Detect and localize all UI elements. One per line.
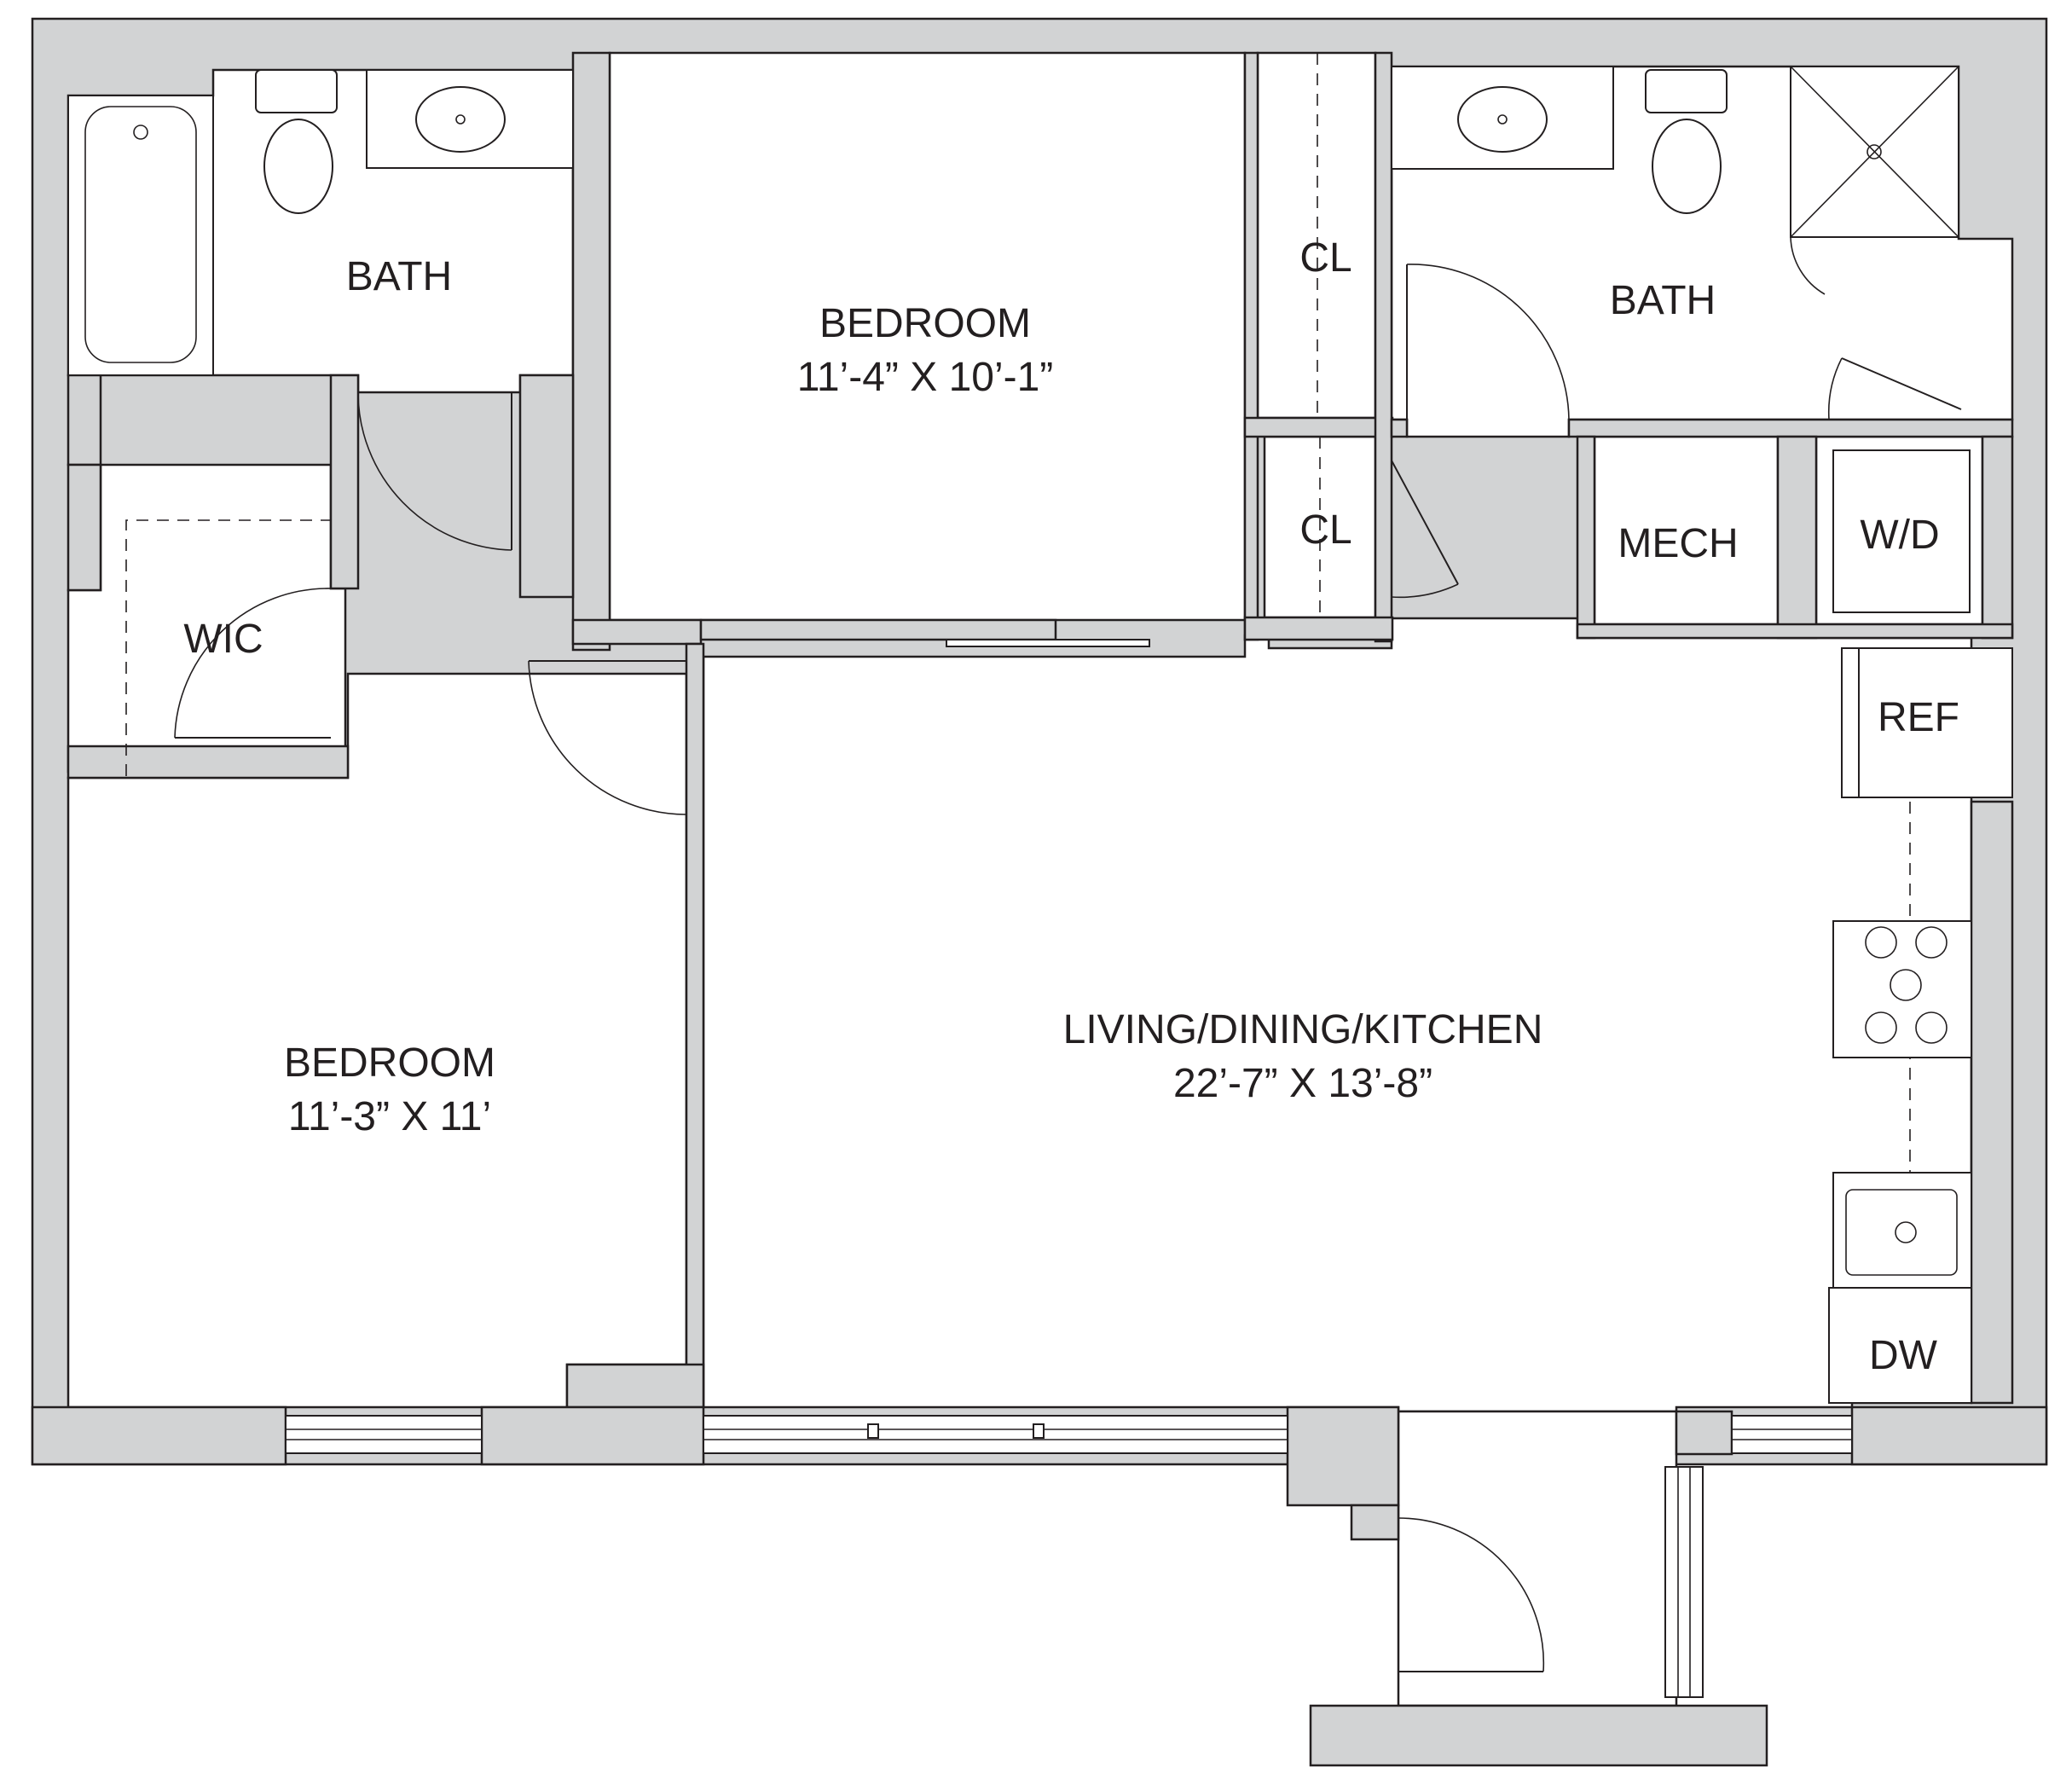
left-bath-fixtures xyxy=(67,69,574,376)
entry-vestibule xyxy=(1397,1410,1678,1707)
left-bedroom-dims: 11’-3” X 11’ xyxy=(288,1094,491,1139)
left-bath-label: BATH xyxy=(346,254,452,299)
dishwasher-label: DW xyxy=(1869,1333,1938,1378)
upper-closet-label: CL xyxy=(1299,235,1351,281)
mech-label: MECH xyxy=(1618,521,1738,566)
doors xyxy=(174,225,1962,1672)
wd-label: W/D xyxy=(1860,513,1939,558)
living-dims: 22’-7” X 13’-8” xyxy=(1173,1061,1432,1106)
living-label: LIVING/DINING/KITCHEN xyxy=(1063,1007,1543,1052)
top-bedroom-label: BEDROOM xyxy=(819,301,1031,346)
refrigerator-box xyxy=(1849,647,2013,798)
lower-closet-label: CL xyxy=(1299,507,1351,553)
appliances xyxy=(1828,449,2013,1404)
right-bath-fixtures xyxy=(1391,66,1959,238)
left-bedroom-label: BEDROOM xyxy=(284,1040,495,1086)
room-labels: BATH WIC BEDROOM 11’-4” X 10’-1” CL CL B… xyxy=(183,235,1959,1378)
interior-walls xyxy=(31,51,2048,1767)
refrigerator-label: REF xyxy=(1878,695,1959,740)
windows xyxy=(285,639,1853,1698)
top-bedroom-dims: 11’-4” X 10’-1” xyxy=(797,355,1054,400)
wic-label: WIC xyxy=(183,617,263,662)
right-bath-label: BATH xyxy=(1610,278,1716,323)
